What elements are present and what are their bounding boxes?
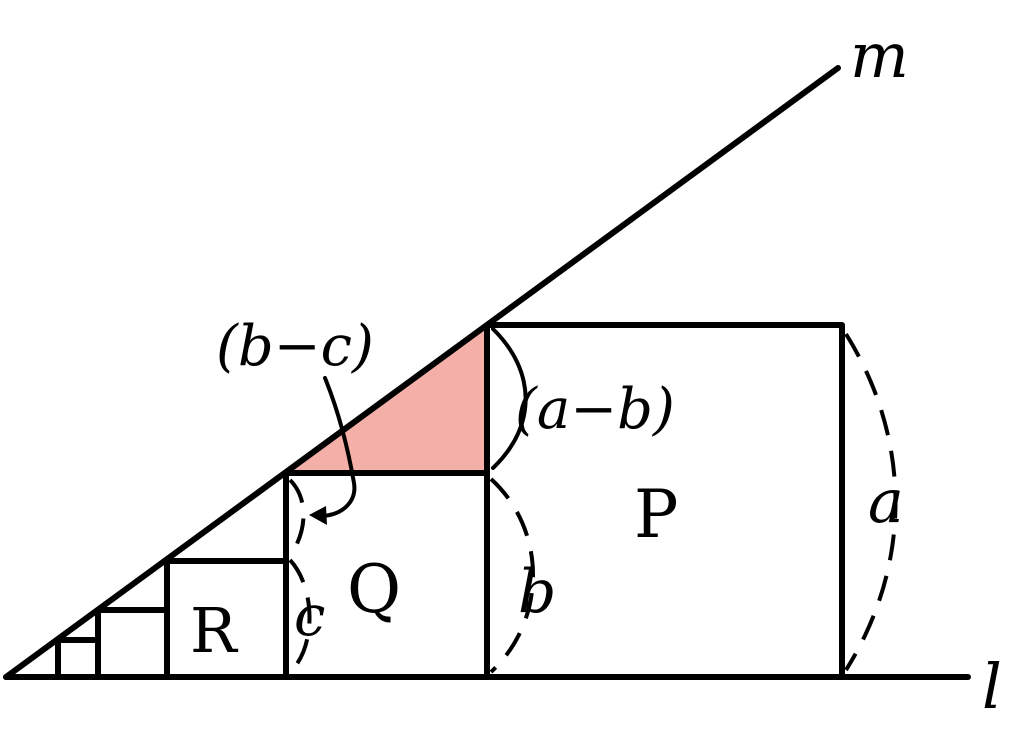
square-p <box>484 322 845 680</box>
leader-arrowhead <box>309 506 327 525</box>
solid-arc-a-b <box>491 327 528 470</box>
line-m <box>3 65 841 680</box>
label-a: a <box>868 467 904 537</box>
label-square-r: R <box>190 594 239 667</box>
square-r <box>164 558 289 680</box>
leader-curve-b-c <box>320 376 357 518</box>
label-square-p: P <box>634 476 678 553</box>
dashed-arc-a <box>844 332 898 672</box>
dashed-arc-q <box>288 478 306 558</box>
label-b-minus-c: (b−c) <box>216 314 374 379</box>
label-b: b <box>518 557 556 627</box>
dashed-arc-b <box>489 477 535 674</box>
square-q <box>283 470 490 680</box>
label-l: l <box>982 650 1002 723</box>
label-a-minus-b: (a−b) <box>515 377 675 442</box>
dashed-arc-c <box>288 558 312 674</box>
label-m: m <box>850 19 909 92</box>
square-5 <box>55 637 101 680</box>
square-4 <box>95 607 170 680</box>
label-square-q: Q <box>347 551 401 628</box>
label-c: c <box>294 584 325 649</box>
